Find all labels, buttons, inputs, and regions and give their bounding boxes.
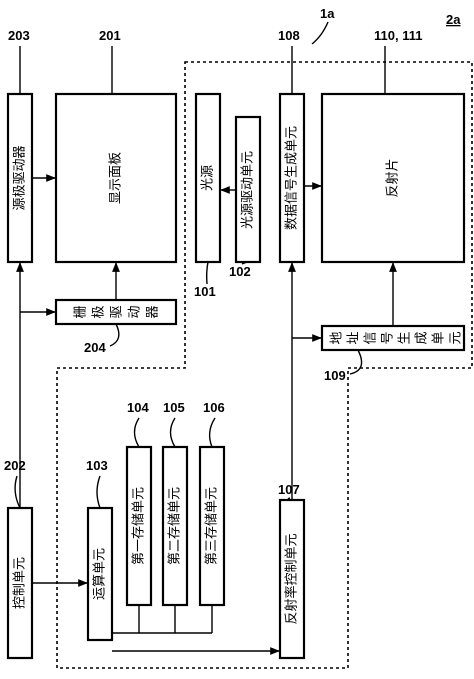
light-source-label: 光源 bbox=[201, 165, 216, 191]
reflect-ctrl-block: 反射率控制单元 bbox=[278, 498, 306, 660]
gate-driver-block: 栅 极 驱 动 器 bbox=[54, 298, 178, 326]
storage-3-label: 第三存储单元 bbox=[205, 487, 220, 565]
leader-107 bbox=[287, 497, 293, 501]
ref-104: 104 bbox=[127, 400, 149, 415]
address-gen-char-5: 生 bbox=[398, 331, 413, 344]
ref-101: 101 bbox=[194, 284, 216, 299]
boundary-label: 1a bbox=[320, 6, 335, 21]
leader-104 bbox=[133, 417, 140, 448]
leader-103 bbox=[96, 475, 101, 509]
ref-103: 103 bbox=[86, 458, 108, 473]
light-driver-label: 光源驱动单元 bbox=[241, 151, 256, 229]
control-unit-label: 控制单元 bbox=[13, 557, 28, 609]
leader-109 bbox=[349, 349, 363, 375]
address-gen-char-8: 元 bbox=[449, 331, 464, 344]
figure-label: 2a bbox=[446, 12, 461, 27]
source-driver-label: 源极驱动器 bbox=[13, 145, 28, 210]
data-signal-gen-label: 数据信号生成单元 bbox=[285, 126, 300, 230]
storage-2-block: 第二存储单元 bbox=[161, 445, 189, 607]
gate-driver-char-4: 动 bbox=[128, 305, 143, 318]
leader-101 bbox=[205, 261, 209, 285]
operation-unit-label: 运算单元 bbox=[93, 548, 108, 600]
data-signal-gen-block: 数据信号生成单元 bbox=[278, 92, 306, 264]
display-panel-label: 显示面板 bbox=[109, 152, 124, 204]
address-gen-char-4: 号 bbox=[381, 331, 396, 344]
ref-202: 202 bbox=[4, 458, 26, 473]
source-driver-block: 源极驱动器 bbox=[6, 92, 34, 264]
operation-unit-block: 运算单元 bbox=[86, 506, 114, 642]
address-gen-char-7: 单 bbox=[432, 331, 447, 344]
ref-109: 109 bbox=[324, 368, 346, 383]
gate-driver-char-1: 栅 bbox=[74, 305, 89, 318]
control-unit-block: 控制单元 bbox=[6, 506, 34, 660]
leader-106 bbox=[208, 417, 216, 448]
leader-202 bbox=[14, 475, 21, 509]
light-source-block: 光源 bbox=[194, 92, 222, 264]
reflector-block: 反射片 bbox=[320, 92, 466, 264]
storage-1-label: 第一存储单元 bbox=[132, 487, 147, 565]
device-boundary bbox=[56, 61, 473, 669]
leader-105 bbox=[169, 417, 176, 448]
light-driver-block: 光源驱动单元 bbox=[234, 115, 262, 264]
storage-2-label: 第二存储单元 bbox=[168, 487, 183, 565]
reflector-label: 反射片 bbox=[385, 158, 401, 197]
gate-driver-char-2: 极 bbox=[92, 305, 107, 318]
gate-driver-char-5: 器 bbox=[146, 305, 161, 318]
leader-204 bbox=[109, 323, 120, 347]
reflect-ctrl-label: 反射率控制单元 bbox=[284, 533, 300, 624]
gate-driver-char-3: 驱 bbox=[110, 305, 125, 318]
address-gen-char-2: 址 bbox=[347, 331, 362, 344]
address-gen-char-3: 信 bbox=[364, 331, 379, 344]
ref-110-111: 110, 111 bbox=[374, 28, 422, 43]
ref-105: 105 bbox=[163, 400, 185, 415]
ref-106: 106 bbox=[203, 400, 225, 415]
ref-107: 107 bbox=[278, 482, 300, 497]
address-gen-char-6: 成 bbox=[415, 331, 430, 344]
boundary-label-leader bbox=[311, 21, 329, 45]
display-panel-block: 显示面板 bbox=[54, 92, 178, 264]
ref-102: 102 bbox=[229, 264, 251, 279]
ref-204: 204 bbox=[84, 340, 106, 355]
ref-201: 201 bbox=[99, 28, 121, 43]
address-gen-block: 地 址 信 号 生 成 单 元 bbox=[320, 324, 466, 352]
storage-1-block: 第一存储单元 bbox=[125, 445, 153, 607]
ref-108: 108 bbox=[278, 28, 300, 43]
storage-3-block: 第三存储单元 bbox=[198, 445, 226, 607]
leader-102 bbox=[241, 261, 249, 265]
ref-203: 203 bbox=[8, 28, 30, 43]
address-gen-char-1: 地 bbox=[330, 331, 345, 344]
